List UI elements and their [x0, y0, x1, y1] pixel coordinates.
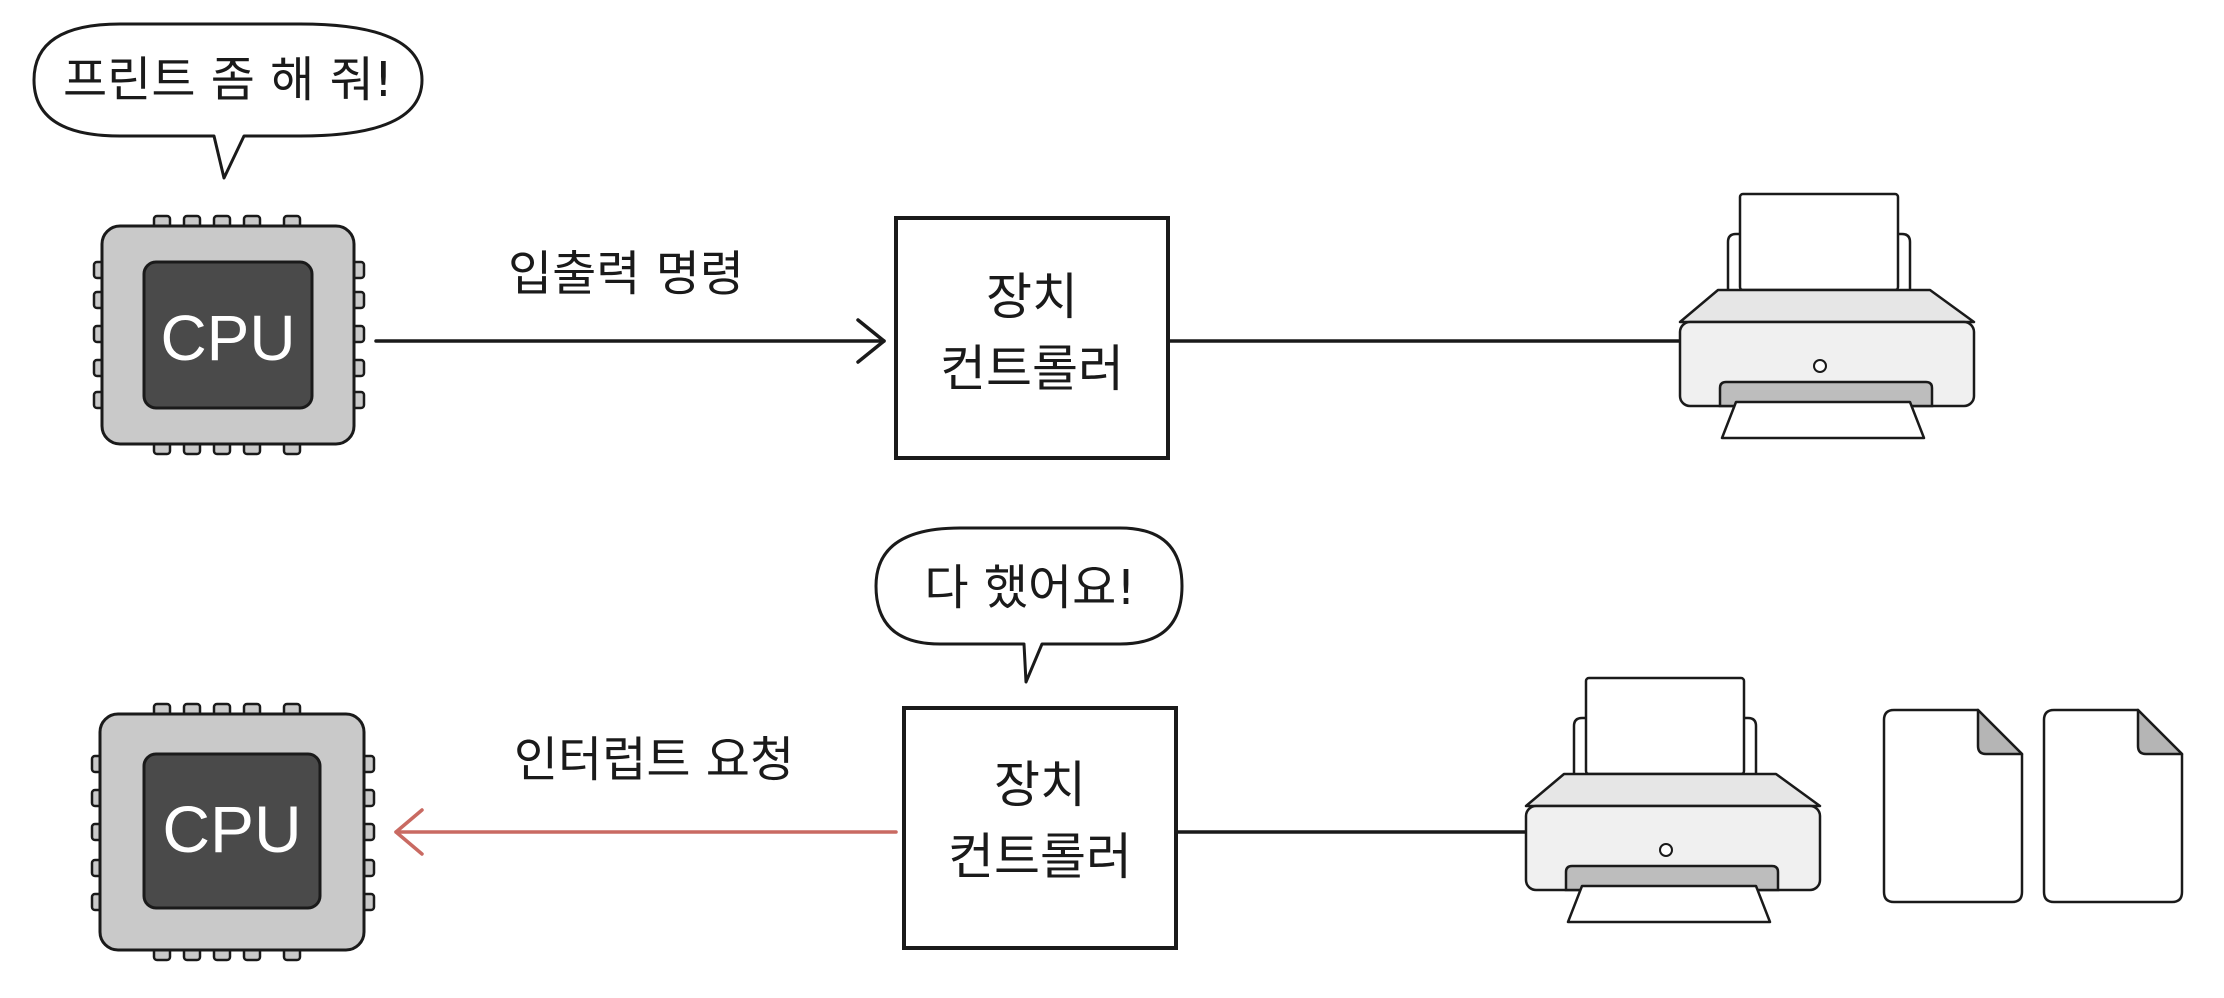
interrupt-request-arrow	[394, 808, 898, 856]
controller-line2-bottom: 컨트롤러	[948, 828, 1132, 886]
cpu-label-top: CPU	[160, 302, 295, 374]
controller-speech-bubble: 다 했어요!	[874, 526, 1184, 684]
cpu-chip-bottom: CPU	[90, 702, 376, 962]
device-controller-top: 장치 컨트롤러	[894, 216, 1170, 460]
interrupt-request-label: 인터럽트 요청	[514, 732, 794, 788]
cpu-chip-top: CPU	[92, 214, 366, 456]
printer-icon	[1524, 676, 1822, 924]
io-command-label: 입출력 명령	[508, 246, 744, 302]
cpu-label-bottom: CPU	[162, 792, 301, 866]
controller-speech-text: 다 했어요!	[924, 560, 1135, 616]
cpu-speech-text-top: 프린트 좀 해 줘!	[63, 52, 393, 108]
printer-icon	[1678, 192, 1976, 440]
controller-line2-top: 컨트롤러	[940, 340, 1124, 398]
device-controller-bottom: 장치 컨트롤러	[902, 706, 1178, 950]
io-command-arrow	[374, 318, 886, 364]
cpu-speech-bubble-top: 프린트 좀 해 줘!	[32, 22, 424, 180]
printed-page-1	[1882, 708, 2024, 904]
printed-page-2	[2042, 708, 2184, 904]
controller-line1-top: 장치	[986, 268, 1078, 326]
controller-line1-bottom: 장치	[994, 756, 1086, 814]
